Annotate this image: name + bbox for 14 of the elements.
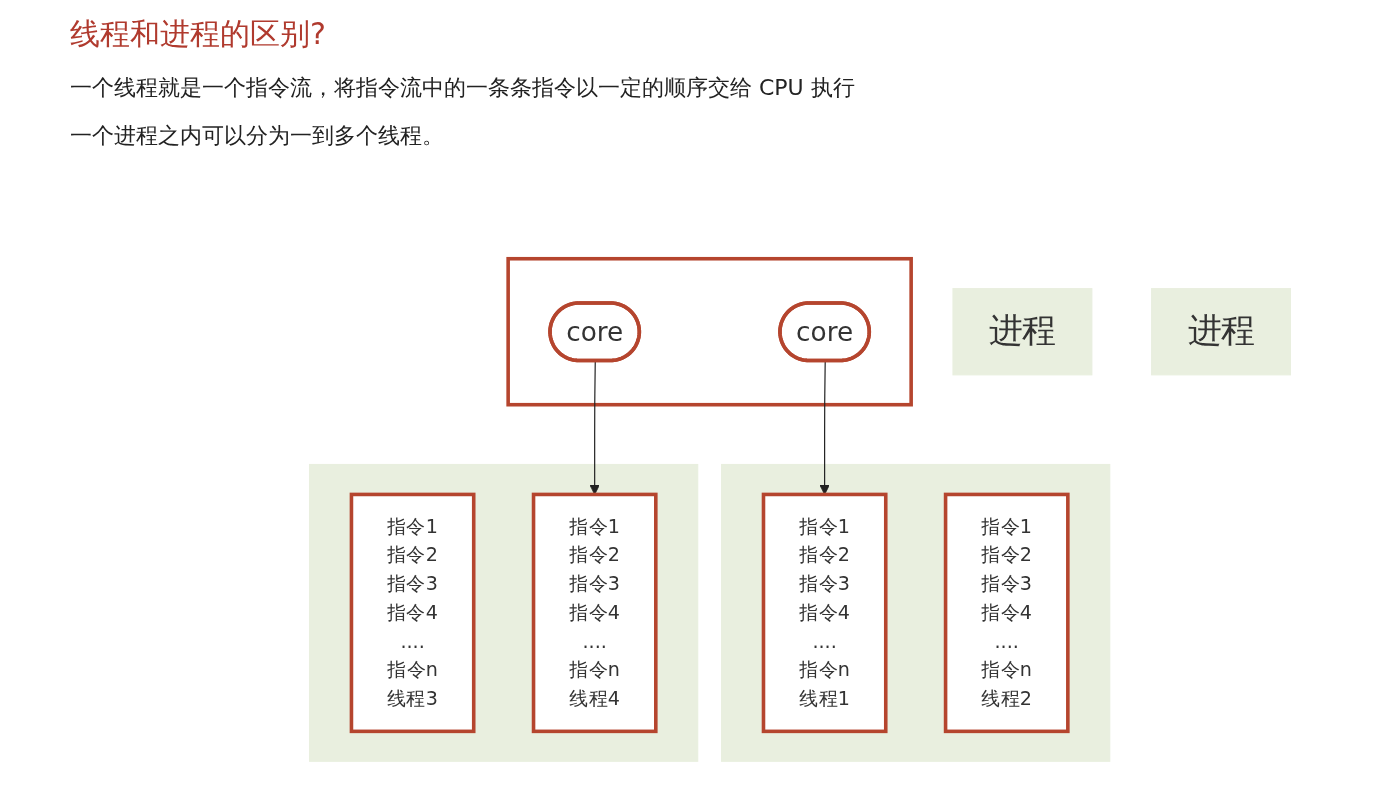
arrow [819, 360, 830, 495]
arrow [589, 360, 600, 495]
node-box: 指令1 指令2 指令3 指令4 .... 指令n 线程2 [943, 492, 1070, 734]
node-box: 指令1 指令2 指令3 指令4 .... 指令n 线程1 [761, 492, 888, 734]
node-box: 指令1 指令2 指令3 指令4 .... 指令n 线程4 [531, 492, 658, 734]
description-text: 一个线程就是一个指令流，将指令流中的一条条指令以一定的顺序交给 CPU 执行 [70, 74, 856, 102]
node-box: 进程 [952, 288, 1093, 376]
node-box: 进程 [1151, 288, 1292, 376]
slide-title: 线程和进程的区别? [70, 15, 327, 53]
cluster [506, 256, 913, 407]
cluster [721, 463, 1111, 762]
cluster [308, 463, 699, 762]
description-text: 一个进程之内可以分为一到多个线程。 [70, 122, 445, 150]
node-box: 指令1 指令2 指令3 指令4 .... 指令n 线程3 [349, 492, 476, 734]
